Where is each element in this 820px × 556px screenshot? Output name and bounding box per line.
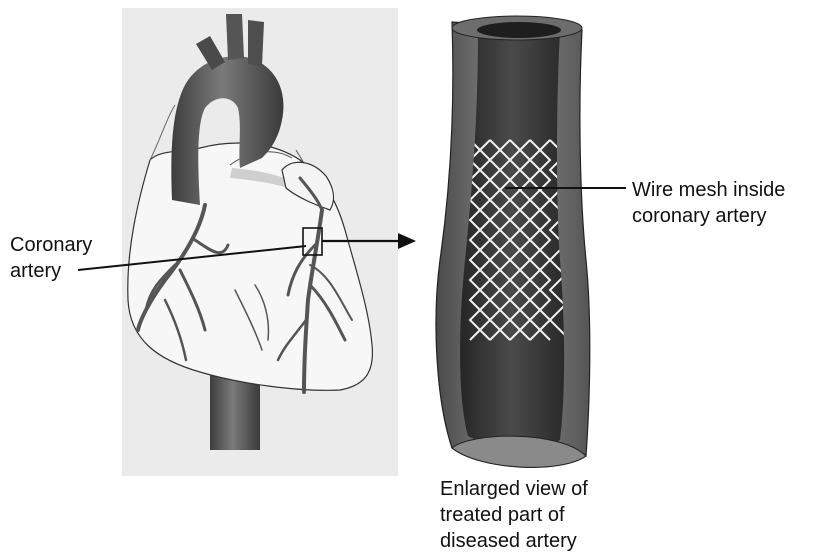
great-vessel-2 (226, 14, 244, 60)
wire-mesh-label: Wire mesh inside coronary artery (632, 177, 785, 229)
wire-mesh-label-line-2: coronary artery (632, 203, 785, 229)
enlarged-view-label-line-3: diseased artery (440, 528, 588, 554)
enlarged-view-label-line-2: treated part of (440, 502, 588, 528)
enlarged-view-label-line-1: Enlarged view of (440, 476, 588, 502)
coronary-artery-label-line-2: artery (10, 258, 92, 284)
wire-mesh-label-line-1: Wire mesh inside (632, 177, 785, 203)
enlarged-view-label: Enlarged view of treated part of disease… (440, 476, 588, 554)
coronary-artery-label-line-1: Coronary (10, 232, 92, 258)
vessel-top-lumen (477, 22, 561, 38)
coronary-artery-label: Coronary artery (10, 232, 92, 284)
enlarged-vessel (436, 16, 590, 467)
great-vessel-3 (248, 20, 264, 66)
